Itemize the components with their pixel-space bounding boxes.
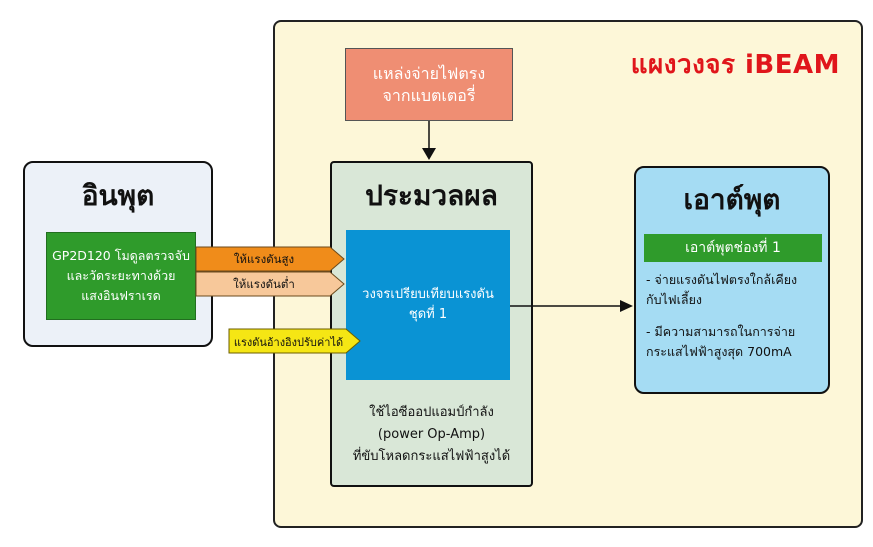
comparator-line-1: วงจรเปรียบเทียบแรงดัน [362, 287, 494, 302]
low-voltage-arrow [195, 271, 345, 297]
supply-line-1: แหล่งจ่ายไฟตรง [372, 63, 486, 83]
output-channel-label: เอาต์พุตช่องที่ 1 [644, 234, 822, 262]
sensor-module-box: GP2D120 โมดูลตรวจจับ และวัดระยะทางด้วย แ… [46, 232, 196, 320]
sensor-line-3: แสงอินฟราเรด [81, 288, 161, 303]
comparator-line-2: ชุดที่ 1 [408, 307, 448, 322]
input-title: อินพุต [81, 179, 155, 212]
high-voltage-label: ให้แรงดันสูง [233, 252, 295, 266]
supply-line-2: จากแบตเตอรี่ [382, 85, 476, 105]
output-item-1-line-1: - จ่ายแรงดันไฟตรงใกล้เคียง [646, 272, 798, 287]
output-item-1-line-2: กับไฟเลี้ยง [646, 292, 702, 307]
sensor-line-1: GP2D120 โมดูลตรวจจับ [52, 248, 190, 263]
board-title: แผงวงจร iBEAM [630, 50, 840, 80]
output-item-2-line-2: กระแสไฟฟ้าสูงสุด 700mA [646, 344, 792, 359]
reference-voltage-arrow [228, 328, 361, 354]
comparator-box: วงจรเปรียบเทียบแรงดัน ชุดที่ 1 [346, 230, 510, 380]
processing-note-line-1: ใช้ไอซีออปแอมป์กำลัง [369, 405, 494, 420]
supply-to-processing-arrowhead [422, 148, 436, 160]
processing-note: ใช้ไอซีออปแอมป์กำลัง (power Op-Amp) ที่ข… [330, 402, 533, 468]
sensor-line-2: และวัดระยะทางด้วย [66, 268, 176, 283]
output-item-2-line-1: - มีความสามารถในการจ่าย [646, 324, 796, 339]
output-description: - จ่ายแรงดันไฟตรงใกล้เคียง กับไฟเลี้ยง -… [646, 270, 828, 374]
output-item-1: - จ่ายแรงดันไฟตรงใกล้เคียง กับไฟเลี้ยง [646, 270, 828, 310]
processing-title: ประมวลผล [365, 179, 498, 212]
output-block [634, 166, 830, 394]
high-voltage-arrow [195, 246, 345, 272]
output-item-2: - มีความสามารถในการจ่าย กระแสไฟฟ้าสูงสุด… [646, 322, 828, 362]
comparator-to-output-arrowhead [620, 300, 633, 312]
processing-note-line-3: ที่ขับโหลดกระแสไฟฟ้าสูงได้ [352, 449, 511, 464]
processing-note-line-2: (power Op-Amp) [377, 427, 486, 442]
reference-voltage-label: แรงดันอ้างอิงปรับค่าได้ [233, 336, 344, 349]
power-supply-box: แหล่งจ่ายไฟตรง จากแบตเตอรี่ [345, 48, 513, 121]
output-title: เอาต์พุต [683, 183, 781, 216]
low-voltage-label: ให้แรงดันต่ำ [233, 277, 295, 291]
